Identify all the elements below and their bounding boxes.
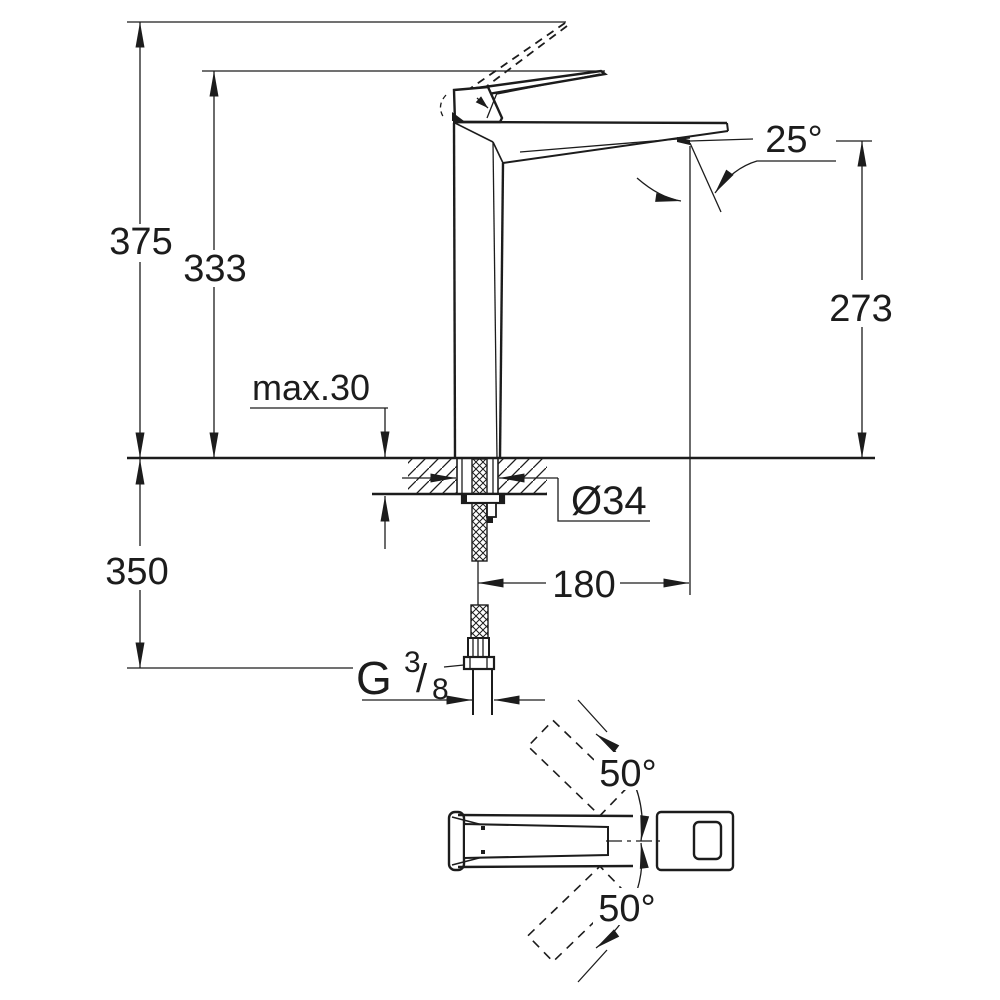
cartridge-block [439,85,504,124]
dim-label-hose-length: 350 [105,551,168,593]
dim-label-overall-height: 375 [109,221,172,263]
dimension-max30: max.30 [250,367,390,549]
braided-hose [470,604,489,639]
dim-label-swing-upper: 50° [599,753,656,795]
spout-opening [692,820,723,861]
dim-label-swing-lower: 50° [598,888,655,930]
flow-direction-arrow-icon [636,177,682,202]
mounting-shank [456,458,506,605]
dimension-thread-g38: G 3 / 8 [356,646,545,706]
top-view: 50° 50° [447,699,735,983]
supply-hose [462,604,496,715]
dim-label-spout-reach: 180 [552,564,615,606]
stream-reference-line [689,138,754,142]
top-view-body [655,810,735,872]
thread-label-denominator: 8 [432,673,449,706]
thread-label-g: G [356,652,392,704]
spout-outlet [677,137,690,145]
front-view: 375 333 max.30 Ø34 350 [105,21,893,715]
faucet-body [452,120,754,459]
handle-lever-alt-dashed [467,22,568,91]
dimension-375: 375 [109,22,173,458]
hose-nut [462,655,496,671]
dim-label-stream-angle: 25° [765,119,822,161]
threaded-rod [471,458,488,562]
dim-label-height-to-spout: 333 [183,248,246,290]
mounting-flange [460,492,506,505]
dimension-333: 333 [183,71,247,458]
stream-angle-line [689,142,722,213]
dimension-350: 350 [105,459,169,668]
dim-label-deck-thickness: max.30 [252,367,370,408]
lever-motion-arrow-icon [475,96,489,109]
dimension-25deg: 25° [714,119,836,194]
dimension-diameter-34: Ø34 [402,473,650,523]
dim-label-shank-diameter: Ø34 [571,479,647,523]
top-view-handle [447,810,634,872]
dimension-273: 273 [829,141,893,458]
thread-label-numerator: 3 [404,646,421,679]
dim-label-outlet-height: 273 [829,288,892,330]
dimension-180: 180 [478,146,691,606]
thread-label-slash: / [416,657,428,701]
